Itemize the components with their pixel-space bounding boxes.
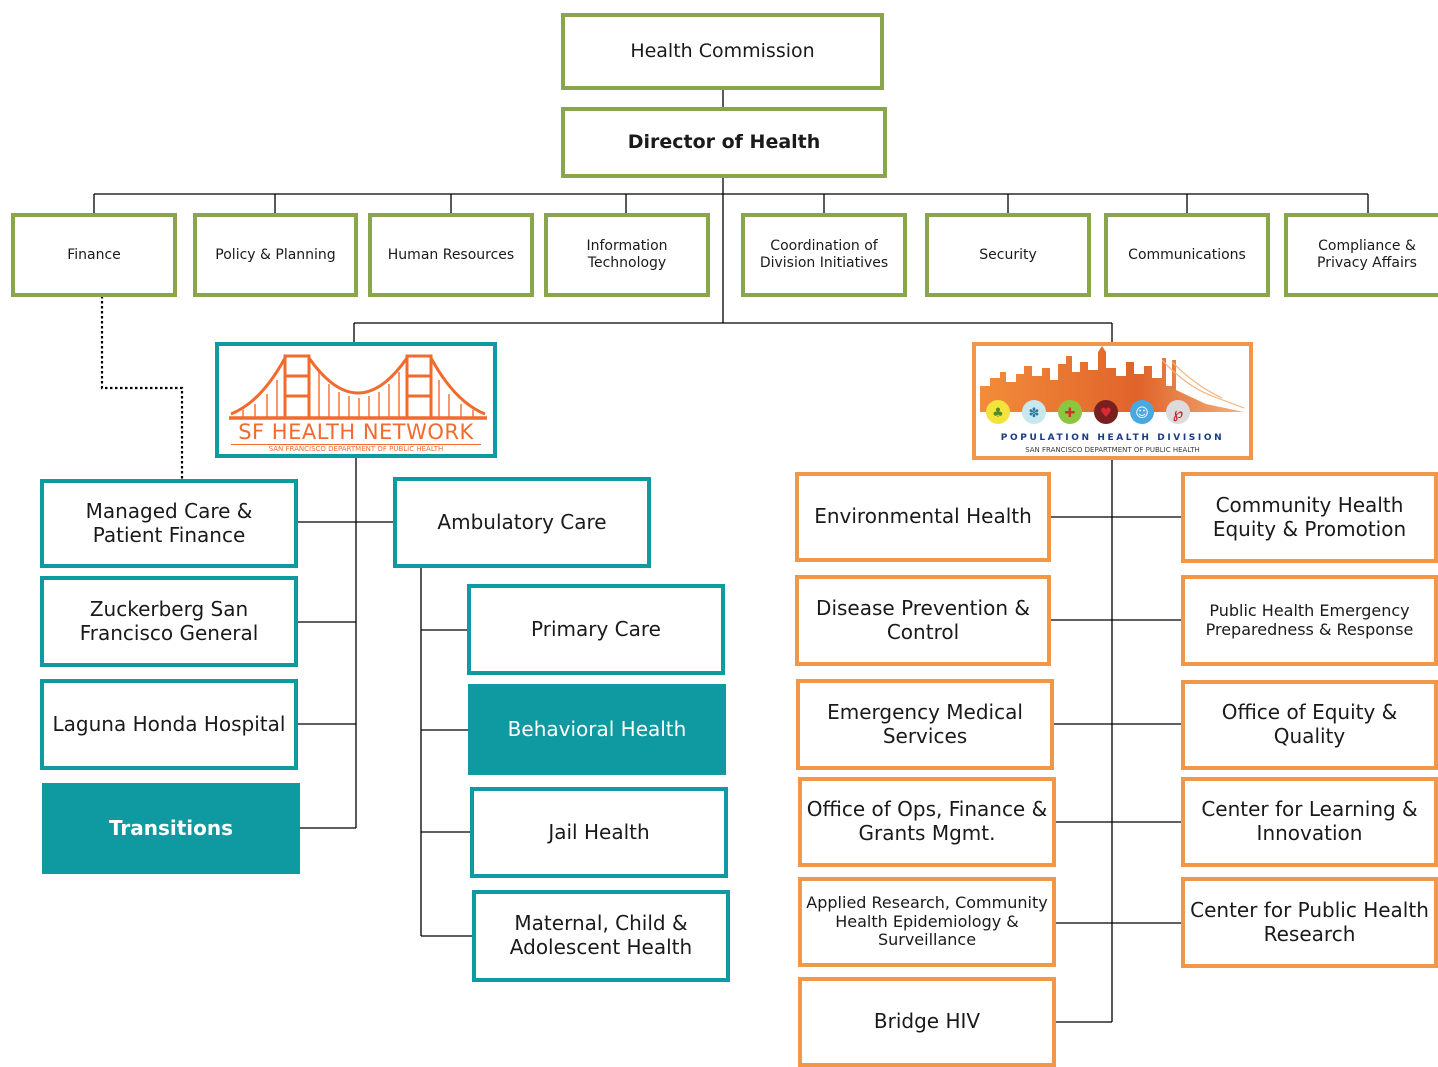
palm-tree-icon: ♣ — [992, 406, 1004, 421]
community-health-equity-box: Community Health Equity & Promotion — [1181, 472, 1438, 563]
sf-health-network-logo-title: SF HEALTH NETWORK — [238, 420, 474, 444]
zuckerberg-sf-general-label: Zuckerberg San Francisco General — [79, 596, 259, 645]
red-ribbon-icon: ℘ — [1173, 404, 1183, 422]
environmental-health-box: Environmental Health — [795, 472, 1051, 562]
compliance-box: Compliance & Privacy Affairs — [1284, 213, 1438, 297]
disease-prevention-box: Disease Prevention & Control — [795, 575, 1051, 666]
office-ops-finance-box: Office of Ops, Finance & Grants Mgmt. — [798, 777, 1056, 867]
laguna-honda-box: Laguna Honda Hospital — [40, 679, 298, 770]
security-box: Security — [925, 213, 1091, 297]
applied-research-label: Applied Research, Community Health Epide… — [806, 892, 1048, 950]
public-health-emergency-box: Public Health Emergency Preparedness & R… — [1181, 575, 1438, 666]
disease-prevention-label: Disease Prevention & Control — [816, 595, 1030, 644]
policy-planning-label: Policy & Planning — [215, 246, 336, 263]
coordination-label: Coordination of Division Initiatives — [759, 238, 889, 271]
office-equity-quality-label: Office of Equity & Quality — [1221, 700, 1398, 748]
coordination-box: Coordination of Division Initiatives — [741, 213, 907, 297]
public-health-emergency-label: Public Health Emergency Preparedness & R… — [1205, 600, 1414, 639]
center-learning-innovation-box: Center for Learning & Innovation — [1181, 777, 1438, 867]
jail-health-label: Jail Health — [548, 819, 650, 844]
golden-gate-bridge-icon — [229, 354, 487, 420]
sf-health-network-logo: SF HEALTH NETWORK SAN FRANCISCO DEPARTME… — [215, 342, 497, 458]
office-ops-finance-label: Office of Ops, Finance & Grants Mgmt. — [806, 797, 1048, 845]
population-health-division-logo: ♣ ✽ ✚ ♥ ☺ ℘ POPULATION HEALTH DIVISION S… — [972, 342, 1253, 460]
finance-label: Finance — [67, 246, 121, 263]
emergency-medical-services-label: Emergency Medical Services — [827, 699, 1023, 748]
information-technology-box: Information Technology — [544, 213, 710, 297]
jail-health-box: Jail Health — [470, 787, 728, 878]
center-public-health-research-label: Center for Public Health Research — [1190, 897, 1429, 946]
maternal-child-health-label: Maternal, Child & Adolescent Health — [509, 911, 693, 959]
heart-icon: ♥ — [1100, 406, 1112, 421]
policy-planning-box: Policy & Planning — [193, 213, 358, 297]
population-health-division-logo-subtitle: SAN FRANCISCO DEPARTMENT OF PUBLIC HEALT… — [1025, 446, 1200, 454]
health-commission-label: Health Commission — [630, 40, 815, 63]
center-public-health-research-box: Center for Public Health Research — [1181, 877, 1438, 968]
population-health-division-logo-title: POPULATION HEALTH DIVISION — [1000, 433, 1225, 443]
applied-research-box: Applied Research, Community Health Epide… — [798, 877, 1056, 967]
primary-care-box: Primary Care — [467, 584, 725, 675]
environmental-health-label: Environmental Health — [814, 504, 1032, 529]
city-skyline-icon: ♣ ✽ ✚ ♥ ☺ ℘ — [980, 346, 1245, 424]
director-of-health-label: Director of Health — [627, 131, 821, 154]
director-of-health-box: Director of Health — [561, 107, 887, 178]
behavioral-health-box: Behavioral Health — [468, 684, 726, 775]
runner-icon: ✽ — [1029, 406, 1040, 421]
behavioral-health-label: Behavioral Health — [507, 716, 687, 741]
ambulatory-care-box: Ambulatory Care — [393, 477, 651, 568]
managed-care-label: Managed Care & Patient Finance — [85, 498, 253, 547]
ambulatory-care-label: Ambulatory Care — [437, 509, 607, 534]
laguna-honda-label: Laguna Honda Hospital — [52, 711, 286, 736]
program-icons: ♣ ✽ ✚ ♥ ☺ ℘ — [986, 400, 1190, 424]
medical-key-icon: ✚ — [1065, 406, 1076, 421]
transitions-label: Transitions — [108, 815, 234, 840]
bridge-hiv-label: Bridge HIV — [873, 1009, 981, 1034]
health-commission-box: Health Commission — [561, 13, 884, 90]
office-equity-quality-box: Office of Equity & Quality — [1181, 680, 1438, 770]
sf-health-network-logo-subtitle: SAN FRANCISCO DEPARTMENT OF PUBLIC HEALT… — [231, 444, 481, 453]
communications-box: Communications — [1104, 213, 1270, 297]
communications-label: Communications — [1128, 246, 1246, 263]
zuckerberg-sf-general-box: Zuckerberg San Francisco General — [40, 576, 298, 667]
information-technology-label: Information Technology — [586, 238, 668, 271]
emergency-medical-services-box: Emergency Medical Services — [796, 679, 1054, 770]
compliance-label: Compliance & Privacy Affairs — [1317, 238, 1417, 271]
human-resources-label: Human Resources — [387, 246, 515, 263]
primary-care-label: Primary Care — [531, 616, 661, 641]
center-learning-innovation-label: Center for Learning & Innovation — [1201, 797, 1418, 845]
finance-box: Finance — [11, 213, 177, 297]
community-health-equity-label: Community Health Equity & Promotion — [1212, 492, 1407, 541]
security-label: Security — [979, 246, 1037, 263]
bridge-hiv-box: Bridge HIV — [798, 977, 1056, 1067]
managed-care-box: Managed Care & Patient Finance — [40, 479, 298, 568]
maternal-child-health-box: Maternal, Child & Adolescent Health — [472, 890, 730, 982]
human-resources-box: Human Resources — [368, 213, 534, 297]
baby-icon: ☺ — [1135, 406, 1149, 421]
transitions-box: Transitions — [42, 783, 300, 874]
